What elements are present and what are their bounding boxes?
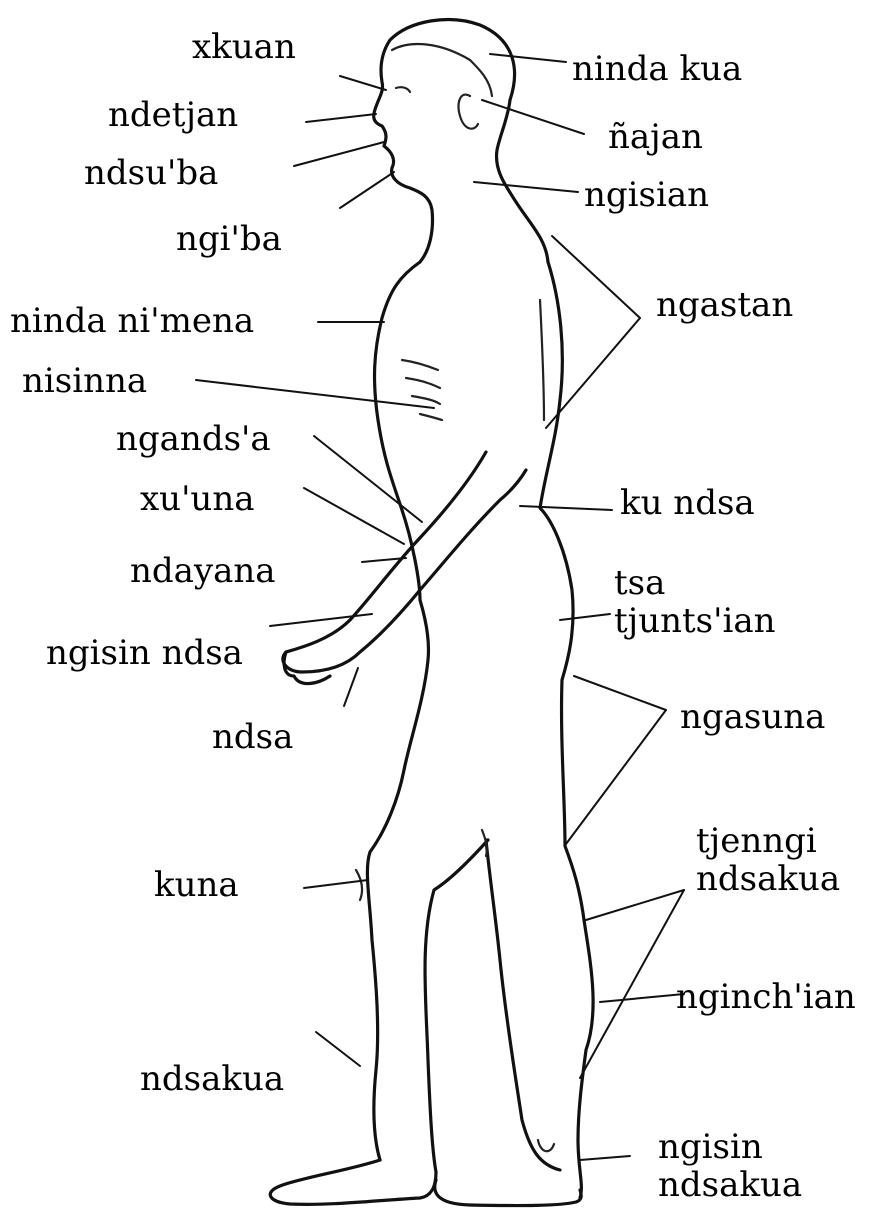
rear-leg-outline (425, 840, 488, 1172)
label-nisinna: nisinna (22, 362, 147, 400)
leader-ngasuna-lower (566, 710, 666, 844)
label-ninda-kua: ninda kua (572, 50, 742, 88)
leader-ngiba (340, 172, 394, 208)
label-ku-ndsa: ku ndsa (620, 484, 755, 522)
label-tsa-tjuntsian: tsa tjunts'ian (614, 564, 776, 640)
label-ngastan: ngastan (656, 286, 793, 324)
label-najan: ñajan (608, 118, 703, 156)
leader-najan (482, 100, 584, 134)
leader-ndetjan (306, 114, 376, 122)
leader-kuna (304, 880, 368, 888)
ribs-detail-3 (412, 396, 440, 404)
label-kuna: kuna (154, 866, 239, 904)
label-xkuan: xkuan (192, 28, 296, 66)
leader-ngisin-ndsakua (580, 1156, 630, 1160)
front-foot-outline (270, 1160, 436, 1204)
label-ndsuba: ndsu'ba (84, 154, 218, 192)
label-ngisin-ndsakua: ngisin ndsakua (658, 1128, 802, 1204)
figure-details (356, 44, 554, 1151)
label-ndsa: ndsa (212, 718, 293, 756)
leader-ndsakua (316, 1032, 360, 1066)
leader-nisinna (196, 380, 434, 408)
inner-leg-outline (486, 840, 560, 1170)
ribs-detail-2 (406, 378, 440, 388)
leader-ngisin-ndsa (270, 614, 372, 626)
back-outline (540, 262, 593, 1198)
spine-line (540, 300, 544, 420)
leader-ninda-kua (490, 54, 566, 62)
leader-ku-ndsa (520, 506, 612, 510)
label-tjenngi-ndsakua: tjenngi ndsakua (696, 822, 840, 898)
ribs-detail-1 (402, 360, 438, 370)
leader-ndsa (344, 668, 358, 706)
ribs-detail-4 (420, 414, 442, 420)
back-foot-outline (435, 1180, 581, 1206)
label-ninda-nimena: ninda ni'mena (10, 302, 254, 340)
head-front-profile (374, 20, 515, 262)
leader-ndsuba (294, 142, 384, 166)
leader-tjenngi-lower (580, 890, 684, 1078)
hand-fingers (284, 652, 330, 684)
label-ndetjan: ndetjan (108, 96, 238, 134)
label-nginchian: nginch'ian (676, 978, 856, 1016)
leader-ngastan-upper (552, 236, 640, 318)
label-ngisian: ngisian (584, 176, 709, 214)
ankle-detail (538, 1140, 554, 1151)
label-ngasuna: ngasuna (680, 698, 825, 736)
leader-ngasuna-upper (574, 676, 666, 710)
label-ngandsa: ngands'a (116, 420, 271, 458)
label-ndayana: ndayana (130, 552, 276, 590)
leader-ngandsa (314, 436, 422, 522)
back-of-head-neck (497, 100, 548, 262)
figure-outline (270, 20, 593, 1206)
knee-detail-front (356, 870, 362, 900)
arm-outline (283, 452, 526, 672)
label-ngisin-ndsa: ngisin ndsa (46, 634, 243, 672)
leader-ngisian (474, 182, 578, 192)
eye-detail (396, 87, 410, 92)
leader-tsa-tjuntsian (560, 614, 610, 620)
label-ngiba: ngi'ba (176, 220, 282, 258)
label-ndsakua: ndsakua (140, 1060, 284, 1098)
label-xuuna: xu'una (140, 480, 254, 518)
ear-detail (458, 95, 478, 129)
leader-nginchian (600, 994, 684, 1002)
leader-xkuan (340, 76, 386, 90)
